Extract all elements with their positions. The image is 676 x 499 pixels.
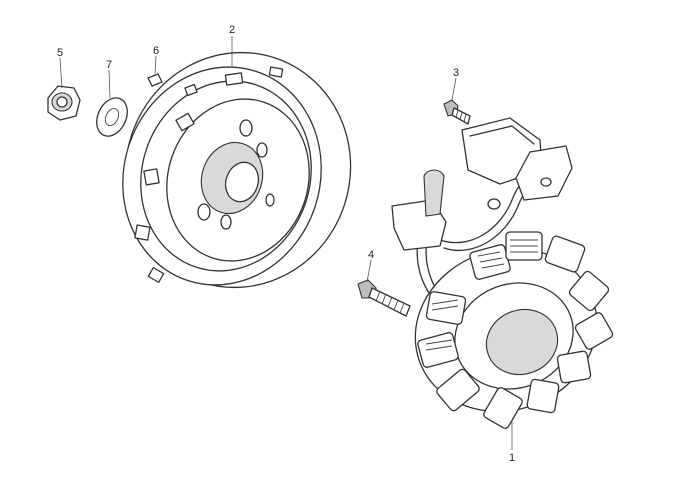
bolt-lower <box>357 279 411 317</box>
flywheel-rotor <box>122 51 352 289</box>
callout-washer: 7 <box>106 59 112 71</box>
callout-nut: 5 <box>57 47 63 59</box>
bolt-upper <box>443 99 471 125</box>
callout-key: 6 <box>153 45 159 57</box>
callout-stator: 1 <box>509 452 515 464</box>
leader-lines <box>59 36 513 450</box>
callout-flywheel: 2 <box>229 24 235 36</box>
flange-nut <box>47 85 81 121</box>
callout-bolt-upper: 3 <box>453 67 459 79</box>
callout-bolt-lower: 4 <box>368 249 374 261</box>
washer <box>96 97 128 137</box>
woodruff-key <box>147 73 163 87</box>
stator-assembly <box>391 117 614 429</box>
